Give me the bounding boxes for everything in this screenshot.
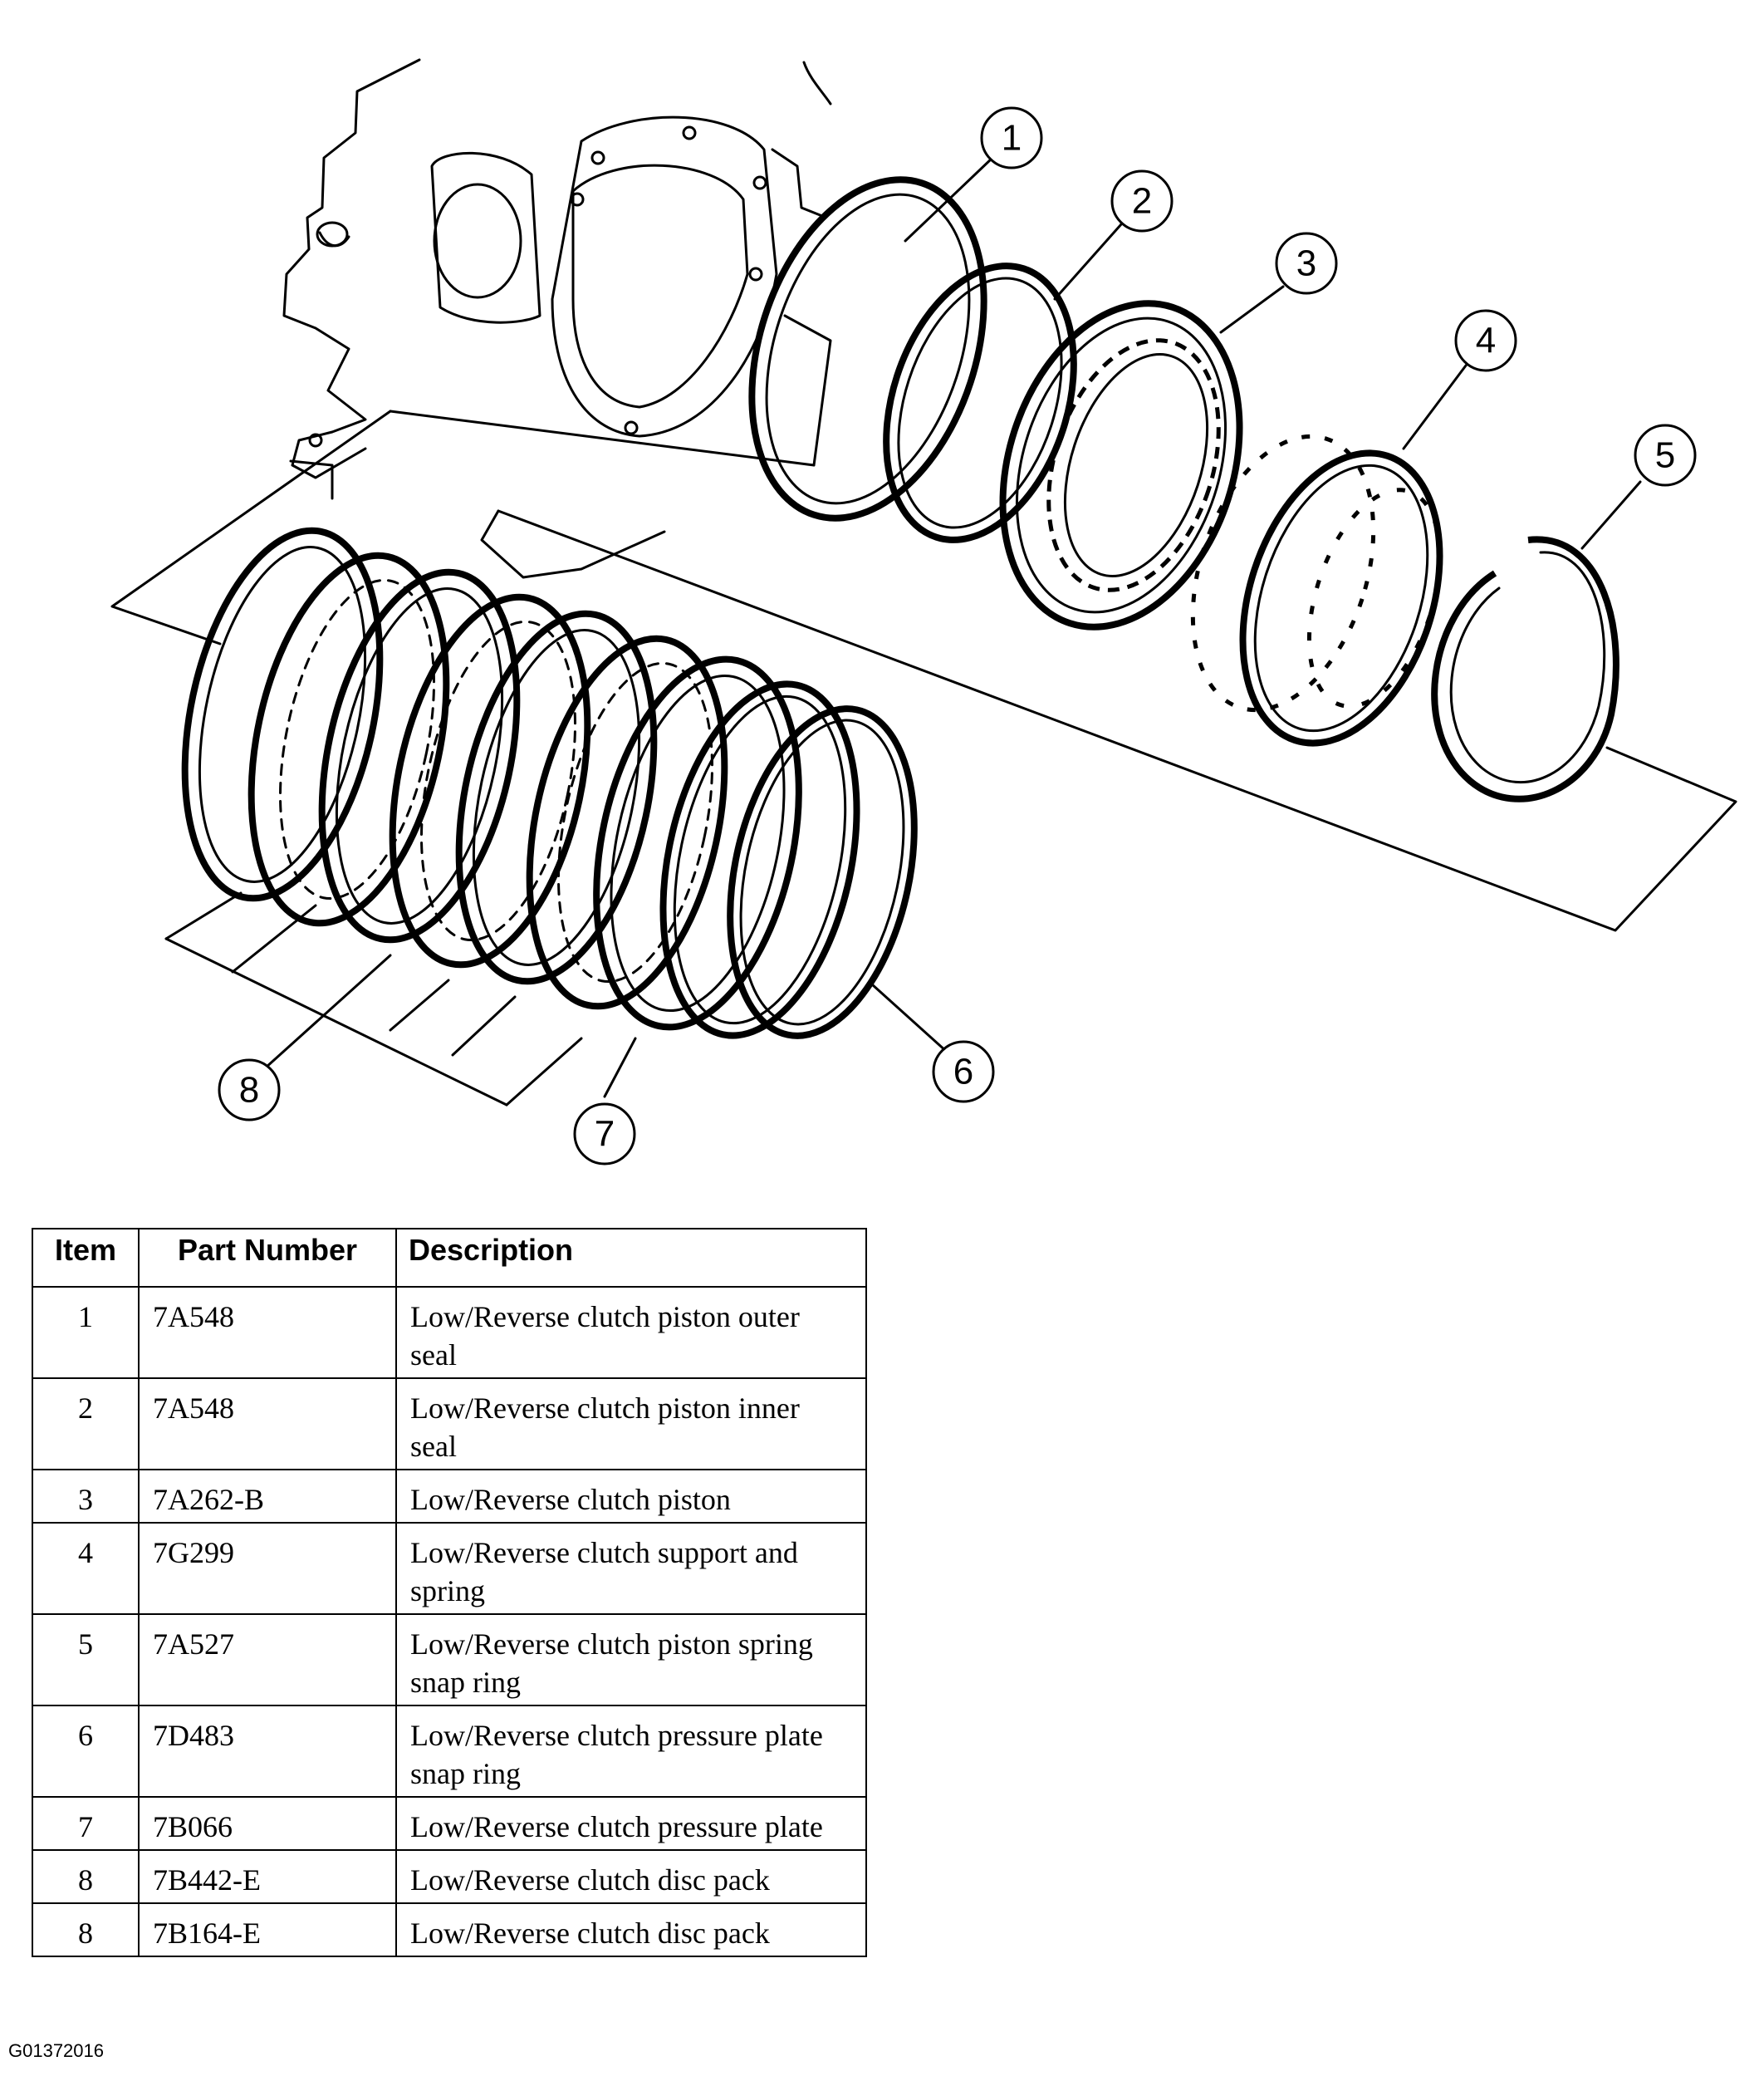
- header-item: Item: [32, 1228, 140, 1288]
- callout-1: 1: [980, 106, 1043, 169]
- callout-7: 7: [573, 1102, 636, 1166]
- cell-part-number: 7B442-E: [138, 1849, 397, 1904]
- cell-part-number: 7B164-E: [138, 1902, 397, 1957]
- header-part-number: Part Number: [138, 1228, 397, 1288]
- cell-description: Low/Reverse clutch support and spring: [395, 1522, 867, 1615]
- cell-part-number: 7A527: [138, 1613, 397, 1706]
- cell-item: 8: [32, 1849, 140, 1904]
- callout-3: 3: [1275, 232, 1338, 295]
- table-header-row: Item Part Number Description: [32, 1228, 867, 1288]
- table-row: 7 7B066 Low/Reverse clutch pressure plat…: [32, 1796, 867, 1851]
- transmission-case-outline: [282, 58, 832, 500]
- cell-item: 4: [32, 1522, 140, 1615]
- callout-5-label: 5: [1655, 435, 1675, 476]
- cell-part-number: 7A262-B: [138, 1469, 397, 1524]
- callout-3-label: 3: [1296, 243, 1316, 284]
- callout-leaders: [264, 156, 1642, 1098]
- cell-item: 1: [32, 1286, 140, 1379]
- callout-4: 4: [1454, 309, 1517, 372]
- callout-4-label: 4: [1476, 321, 1496, 361]
- callout-1-label: 1: [1002, 118, 1022, 159]
- cell-item: 3: [32, 1469, 140, 1524]
- callout-2-label: 2: [1132, 181, 1152, 222]
- callout-6: 6: [932, 1040, 995, 1103]
- cell-item: 7: [32, 1796, 140, 1851]
- cell-description: Low/Reverse clutch disc pack: [395, 1902, 867, 1957]
- figure-id: G01372016: [8, 2040, 104, 2061]
- callout-6-label: 6: [953, 1052, 973, 1092]
- cell-item: 6: [32, 1705, 140, 1798]
- piston-spring-snap-ring: [1431, 536, 1619, 802]
- inner-seal-ring: [883, 263, 1077, 543]
- cell-description: Low/Reverse clutch piston: [395, 1469, 867, 1524]
- callout-5: 5: [1634, 424, 1697, 487]
- header-description: Description: [395, 1228, 867, 1288]
- cell-item: 5: [32, 1613, 140, 1706]
- table-row: 1 7A548 Low/Reverse clutch piston outer …: [32, 1286, 867, 1379]
- outer-seal-ring: [748, 176, 987, 522]
- cell-description: Low/Reverse clutch pressure plate snap r…: [395, 1705, 867, 1798]
- cell-item: 8: [32, 1902, 140, 1957]
- clutch-piston: [999, 300, 1243, 631]
- parts-table: Item Part Number Description 1 7A548 Low…: [32, 1228, 867, 1957]
- callout-8: 8: [218, 1058, 281, 1121]
- disc-pack-stack: [181, 527, 918, 1039]
- assembly-reference-lines: [110, 314, 1737, 1107]
- table-row: 5 7A527 Low/Reverse clutch piston spring…: [32, 1613, 867, 1706]
- table-row: 8 7B442-E Low/Reverse clutch disc pack: [32, 1849, 867, 1904]
- cell-description: Low/Reverse clutch disc pack: [395, 1849, 867, 1904]
- cell-description: Low/Reverse clutch piston inner seal: [395, 1377, 867, 1470]
- table-row: 8 7B164-E Low/Reverse clutch disc pack: [32, 1902, 867, 1957]
- table-row: 4 7G299 Low/Reverse clutch support and s…: [32, 1522, 867, 1615]
- cell-item: 2: [32, 1377, 140, 1470]
- exploded-view-drawing: 1 2 3 4 5 6 7 8: [110, 58, 1737, 1166]
- table-row: 2 7A548 Low/Reverse clutch piston inner …: [32, 1377, 867, 1470]
- cell-description: Low/Reverse clutch piston spring snap ri…: [395, 1613, 867, 1706]
- cell-part-number: 7A548: [138, 1286, 397, 1379]
- cell-description: Low/Reverse clutch piston outer seal: [395, 1286, 867, 1379]
- cell-part-number: 7G299: [138, 1522, 397, 1615]
- cell-part-number: 7D483: [138, 1705, 397, 1798]
- cell-part-number: 7A548: [138, 1377, 397, 1470]
- table-row: 6 7D483 Low/Reverse clutch pressure plat…: [32, 1705, 867, 1798]
- cell-part-number: 7B066: [138, 1796, 397, 1851]
- callout-7-label: 7: [595, 1114, 615, 1155]
- cell-description: Low/Reverse clutch pressure plate: [395, 1796, 867, 1851]
- callout-8-label: 8: [239, 1070, 259, 1111]
- callout-2: 2: [1110, 169, 1174, 233]
- clutch-support-and-spring: [1190, 434, 1443, 747]
- table-row: 3 7A262-B Low/Reverse clutch piston: [32, 1469, 867, 1524]
